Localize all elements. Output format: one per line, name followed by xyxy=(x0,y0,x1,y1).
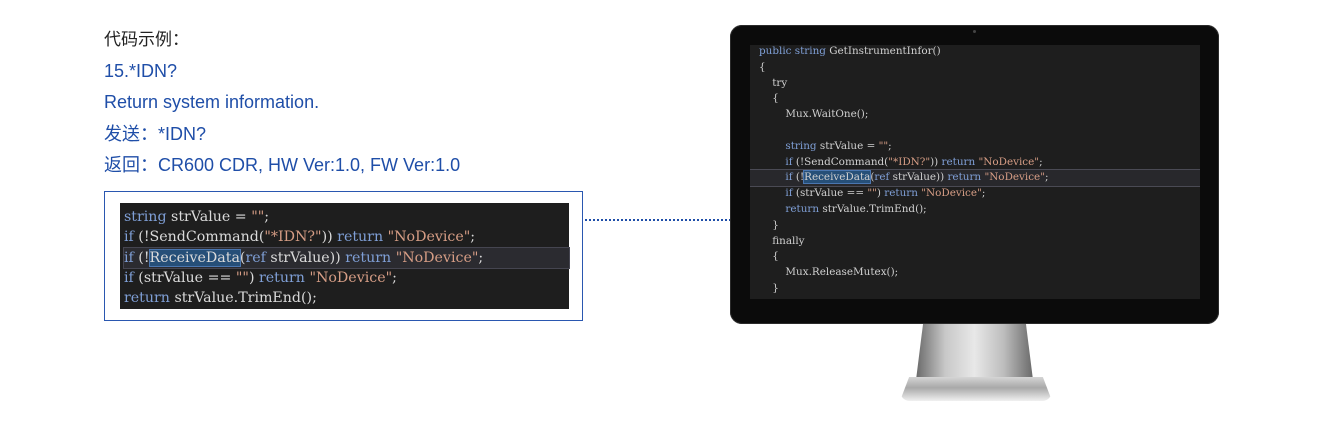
monitor-screen: public string GetInstrumentInfor() { try… xyxy=(750,45,1200,299)
highlighted-code-line: if (!ReceiveData(ref strValue)) return "… xyxy=(750,169,1200,188)
highlighted-code-line: if (!ReceiveData(ref strValue)) return "… xyxy=(123,246,570,269)
code-text: )) xyxy=(930,155,942,168)
keyword: if xyxy=(759,155,793,168)
description-block: 代码示例： 15.*IDN? Return system information… xyxy=(104,24,460,182)
string-literal: "NoDevice" xyxy=(978,155,1040,168)
code-text: (strValue == xyxy=(792,187,868,200)
code-line: } xyxy=(759,218,779,231)
monitor: public string GetInstrumentInfor() { try… xyxy=(730,25,1219,324)
code-text: ) xyxy=(876,187,885,200)
string-literal: "" xyxy=(867,187,877,200)
code-text: ; xyxy=(1045,171,1049,184)
code-text: ; xyxy=(470,229,476,246)
keyword: return xyxy=(124,290,170,307)
string-literal: "NoDevice" xyxy=(921,187,982,200)
code-text: strValue)) xyxy=(889,171,948,184)
string-literal: "*IDN?" xyxy=(264,229,322,246)
code-line: Mux.WaitOne(); xyxy=(759,108,869,121)
string-literal: "NoDevice" xyxy=(395,249,479,266)
keyword: if xyxy=(124,249,134,266)
code-text: ; xyxy=(981,187,986,200)
code-line: { xyxy=(759,250,779,263)
string-literal: "NoDevice" xyxy=(309,269,393,286)
monitor-stand-base xyxy=(900,377,1052,401)
selected-identifier[interactable]: ReceiveData xyxy=(803,170,872,185)
code-line: if (!SendCommand("*IDN?")) return "NoDev… xyxy=(124,227,569,247)
keyword: if xyxy=(759,187,793,200)
keyword: if xyxy=(759,171,793,184)
code-text: ; xyxy=(888,139,892,152)
code-text: (! xyxy=(133,249,150,266)
keyword: if xyxy=(124,229,134,246)
string-literal: "" xyxy=(878,139,889,152)
string-literal: "" xyxy=(251,209,265,225)
send-line: 发送：*IDN? xyxy=(104,123,207,144)
code-line: { xyxy=(759,60,766,73)
code-text: strValue.TrimEnd(); xyxy=(819,202,927,215)
code-text: strValue)) xyxy=(265,249,346,266)
camera-icon xyxy=(973,30,976,33)
string-literal: "NoDevice" xyxy=(387,229,471,246)
code-line: try xyxy=(759,76,788,89)
keyword: return xyxy=(947,171,982,184)
string-literal: "" xyxy=(235,269,249,286)
keyword: return xyxy=(337,229,384,246)
code-text: (strValue == xyxy=(133,269,236,286)
code-snippet-frame: string strValue = ""; if (!SendCommand("… xyxy=(104,191,583,321)
code-line: if (strValue == "") return "NoDevice"; xyxy=(759,186,1200,202)
code-line: string strValue = ""; xyxy=(124,207,569,227)
reply-line: 返回：CR600 CDR, HW Ver:1.0, FW Ver:1.0 xyxy=(104,155,461,175)
keyword: string xyxy=(759,139,817,152)
keyword: return xyxy=(345,249,392,266)
code-text: ; xyxy=(1039,155,1043,168)
string-literal: "*IDN?" xyxy=(888,155,931,168)
keyword: ref xyxy=(874,171,890,184)
code-line: { xyxy=(759,92,779,105)
command-summary: Return system information. xyxy=(104,92,320,112)
keyword: return xyxy=(258,269,305,286)
code-text: ( xyxy=(870,171,875,184)
keyword: return xyxy=(884,187,918,200)
code-text: strValue = xyxy=(816,139,879,152)
code-line: } xyxy=(759,281,779,294)
code-line: finally xyxy=(759,234,805,247)
editor-code: public string GetInstrumentInfor() { try… xyxy=(750,45,1200,297)
code-line: if (strValue == "") return "NoDevice"; xyxy=(124,268,569,288)
code-text: strValue.TrimEnd(); xyxy=(169,290,317,307)
dotted-connector-line xyxy=(585,219,827,221)
code-text: (!SendCommand( xyxy=(133,229,265,246)
code-text: GetInstrumentInfor() xyxy=(825,45,941,57)
code-text: (! xyxy=(792,171,805,184)
code-line: return strValue.TrimEnd(); xyxy=(124,288,569,308)
section-title: 代码示例： xyxy=(104,30,189,49)
code-snippet: string strValue = ""; if (!SendCommand("… xyxy=(120,203,570,309)
selected-identifier[interactable]: ReceiveData xyxy=(148,248,241,267)
keyword: string xyxy=(124,209,167,225)
string-literal: "NoDevice" xyxy=(984,171,1045,184)
code-text: strValue = xyxy=(166,209,252,225)
code-text: ; xyxy=(478,249,484,266)
keyword: string xyxy=(791,45,826,57)
code-line xyxy=(759,123,1200,139)
monitor-stand-neck xyxy=(916,324,1033,380)
command-name: 15.*IDN? xyxy=(104,60,178,81)
keyword: ref xyxy=(245,249,266,266)
code-line: public string GetInstrumentInfor() xyxy=(759,45,1200,60)
keyword: return xyxy=(941,155,976,168)
code-text: ) xyxy=(248,269,259,286)
code-text: ( xyxy=(239,249,246,266)
code-line: return strValue.TrimEnd(); xyxy=(759,202,1200,218)
code-text: ; xyxy=(392,269,397,286)
code-text: (!SendCommand( xyxy=(792,155,889,168)
keyword: if xyxy=(124,269,134,286)
keyword: public xyxy=(759,45,792,57)
code-text: ; xyxy=(264,209,270,225)
code-line: Mux.ReleaseMutex(); xyxy=(759,266,899,279)
code-text: )) xyxy=(321,229,338,246)
code-line: string strValue = ""; xyxy=(759,139,1200,155)
code-line: if (!SendCommand("*IDN?")) return "NoDev… xyxy=(759,155,1200,171)
keyword: return xyxy=(759,202,820,215)
